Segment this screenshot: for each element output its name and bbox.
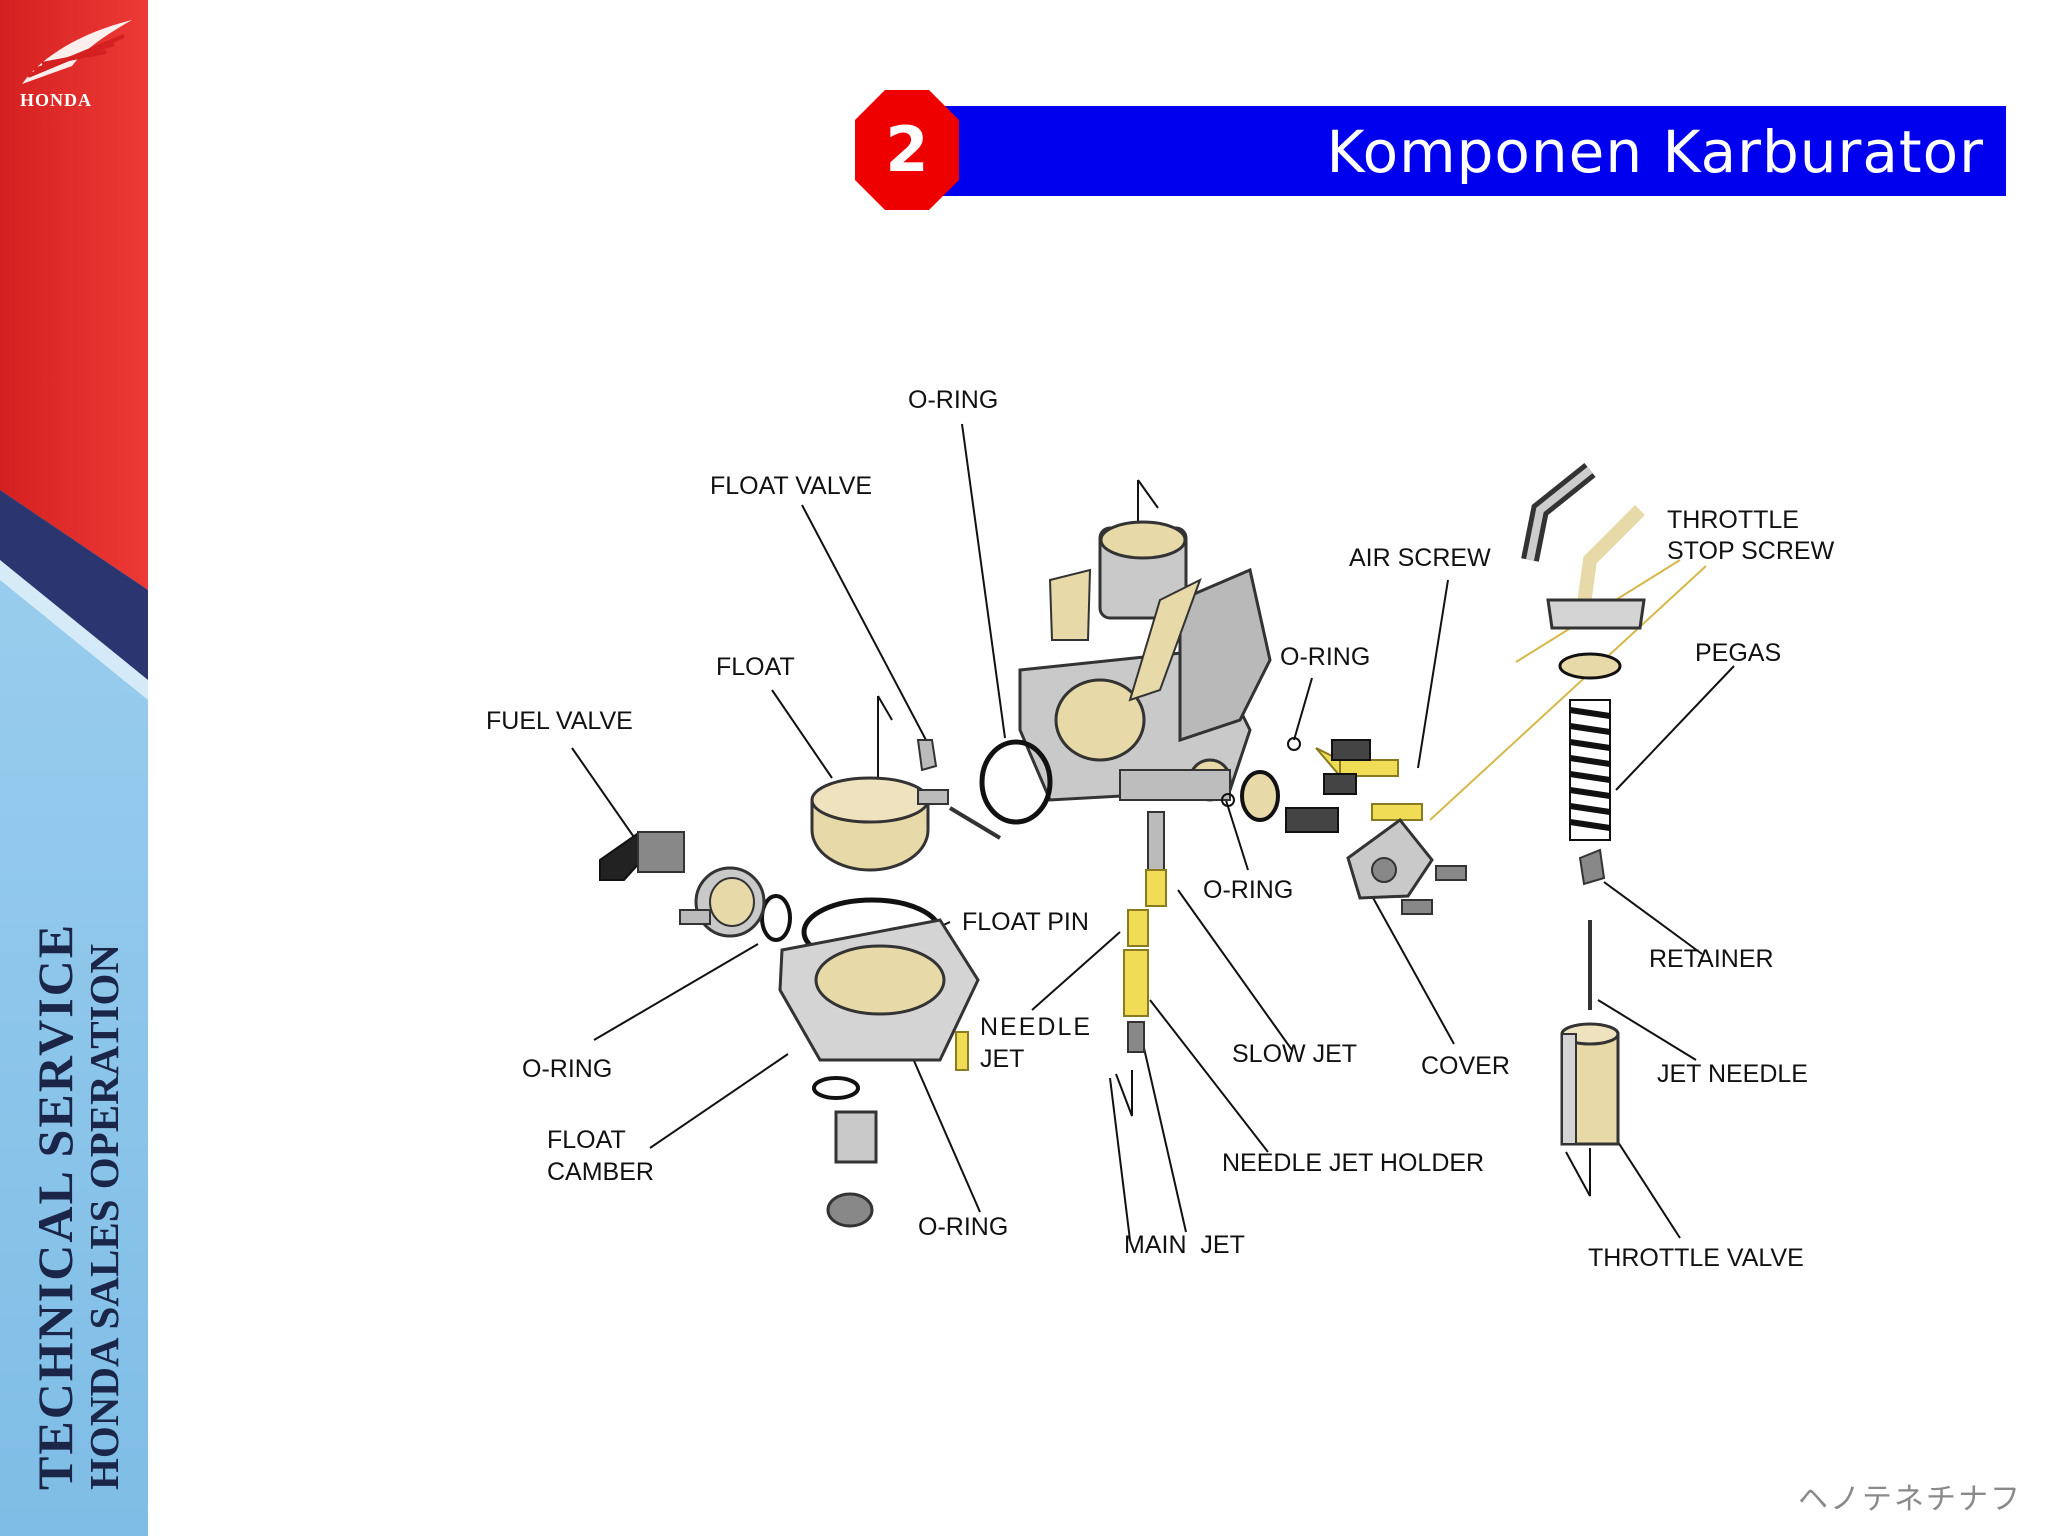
honda-wing-logo: HONDA	[20, 20, 132, 110]
float-chamber-screw-part	[955, 1031, 969, 1071]
o-ring-small-part-2	[1221, 793, 1235, 807]
float-part	[810, 776, 949, 872]
label-float-pin: FLOAT PIN	[962, 908, 1089, 936]
label-main-jet: MAIN JET	[1124, 1231, 1245, 1259]
fuel-valve-part	[599, 830, 766, 938]
o-ring-fuel-part	[760, 894, 792, 942]
o-ring-part	[979, 739, 1053, 825]
sidebar-background	[0, 0, 148, 1536]
air-screw-part	[1240, 739, 1399, 833]
float-valve-part	[916, 739, 938, 772]
carburetor-body	[1018, 520, 1272, 802]
throttle-stop-screw-part	[1371, 803, 1423, 821]
label-retainer: RETAINER	[1649, 945, 1774, 973]
label-float: FLOAT	[716, 653, 795, 681]
cover-part	[1346, 817, 1467, 915]
label-cover: COVER	[1421, 1052, 1510, 1080]
throttle-valve-part	[1560, 1022, 1620, 1146]
label-o-ring-air: O-RING	[1280, 643, 1371, 671]
svg-text:HONDA: HONDA	[20, 90, 92, 110]
throttle-cable-part	[1521, 462, 1646, 630]
retainer-part	[1578, 848, 1606, 886]
label-air-screw: AIR SCREW	[1349, 544, 1491, 572]
pegas-spring-part	[1569, 699, 1611, 841]
label-needle-jet-2: JET	[980, 1045, 1025, 1073]
footer-watermark: ヘノテネチナフ	[1798, 1483, 2022, 1516]
label-o-ring-top: O-RING	[908, 386, 999, 414]
label-needle-jet-holder: NEEDLE JET HOLDER	[1222, 1149, 1485, 1177]
o-ring-drain-part	[812, 1076, 860, 1100]
float-pin-part	[948, 806, 1002, 840]
label-slow-jet: SLOW JET	[1232, 1040, 1358, 1068]
label-float-camber-1: FLOAT	[547, 1126, 626, 1154]
sidebar-banner: HONDA TECHNICAL SERVICE HONDA SALES OPER…	[0, 0, 148, 1536]
label-o-ring-bottom: O-RING	[918, 1213, 1009, 1241]
label-float-camber-2: CAMBER	[547, 1158, 654, 1186]
label-needle-jet-1: NEEDLE	[980, 1013, 1093, 1041]
label-jet-needle: JET NEEDLE	[1657, 1060, 1808, 1088]
label-throttle-valve: THROTTLE VALVE	[1588, 1244, 1804, 1272]
section-number: 2	[885, 113, 929, 186]
page-title: Komponen Karburator	[1326, 118, 1984, 186]
throttle-stop-leader	[1429, 565, 1707, 821]
label-throttle-stop-screw-1: THROTTLE	[1667, 506, 1799, 534]
throttle-washer-part	[1558, 652, 1622, 680]
label-o-ring-mid: O-RING	[1203, 876, 1294, 904]
o-ring-small-part	[1287, 737, 1301, 751]
jets-stack	[1123, 811, 1167, 1053]
label-pegas: PEGAS	[1695, 639, 1782, 667]
label-throttle-stop-screw-2: STOP SCREW	[1667, 537, 1835, 565]
label-o-ring-left: O-RING	[522, 1055, 613, 1083]
leader-lines	[571, 423, 1735, 1241]
label-fuel-valve: FUEL VALVE	[486, 707, 633, 735]
label-float-valve: FLOAT VALVE	[710, 472, 873, 500]
title-bar: Komponen Karburator	[928, 106, 2006, 196]
section-number-badge: 2	[855, 90, 959, 210]
float-chamber-part	[778, 918, 980, 1228]
